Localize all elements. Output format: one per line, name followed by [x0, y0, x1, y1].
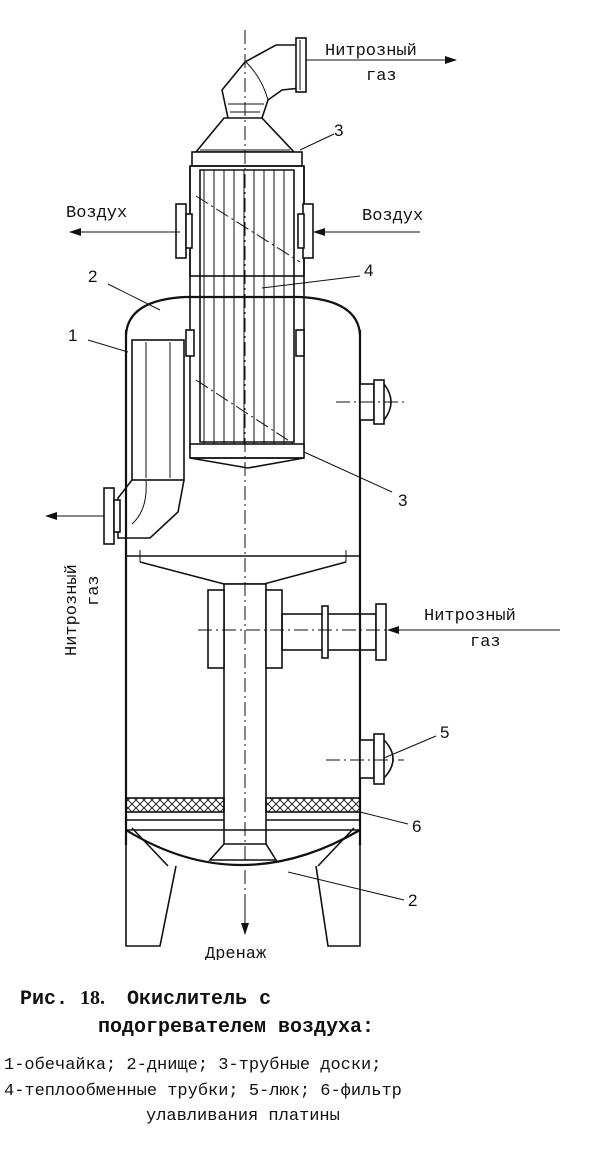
caption-number: 18.	[80, 987, 106, 1009]
callout-6: 6	[412, 817, 421, 836]
label-air-out: Воздух	[66, 204, 127, 223]
platinum-filter	[125, 797, 361, 821]
label-nitrous-gas-in: Нитрозный	[424, 607, 516, 626]
label-nitrous-gas-out-left-2: газ	[85, 575, 104, 606]
bottom-tube-sheet	[189, 443, 305, 459]
callout-2-top: 2	[88, 267, 97, 286]
callout-2-bottom: 2	[408, 891, 417, 910]
caption-title-line2: подогревателем воздуха:	[98, 1016, 375, 1039]
figure-caption: Рис. 18. Окислитель с подогревателем воз…	[0, 985, 607, 1129]
callout-5: 5	[440, 723, 449, 742]
right-nozzles	[336, 379, 404, 425]
caption-title-line1: Рис. 18. Окислитель с	[0, 985, 607, 1013]
label-drain: Дренаж	[205, 945, 267, 960]
label-nitrous-gas-out-top-2: газ	[366, 67, 397, 86]
label-nitrous-gas-out-top: Нитрозный	[325, 42, 417, 61]
bottom-head	[125, 827, 361, 867]
left-outlet-pipe	[103, 339, 185, 545]
legend-line3: улавливания платины	[146, 1107, 340, 1126]
callout-3-top: 3	[334, 121, 343, 140]
distributor	[126, 550, 360, 585]
callout-3-bottom: 3	[398, 491, 407, 510]
manhole	[326, 733, 404, 785]
top-head	[124, 295, 362, 336]
caption-prefix: Рис.	[20, 988, 69, 1011]
support-legs	[125, 845, 361, 947]
legend-line2: 4-теплообменные трубки; 5-люк; 6-фильтр	[4, 1082, 402, 1101]
label-nitrous-gas-out-left: Нитрозный	[63, 564, 82, 656]
top-tube-sheet	[191, 151, 303, 167]
caption-title: Окислитель с	[127, 988, 272, 1011]
legend-line1: 1-обечайка; 2-днище; 3-трубные доски;	[4, 1056, 382, 1075]
heat-exchange-tubes	[203, 170, 285, 444]
label-air-in: Воздух	[362, 207, 423, 226]
label-nitrous-gas-in-2: газ	[470, 633, 501, 652]
air-preheater	[175, 37, 314, 469]
oxidizer-drawing: Нитрозный газ Воздух Воздух Нитрозный га…	[45, 30, 560, 960]
callout-1: 1	[68, 326, 77, 345]
callout-4: 4	[364, 261, 373, 280]
